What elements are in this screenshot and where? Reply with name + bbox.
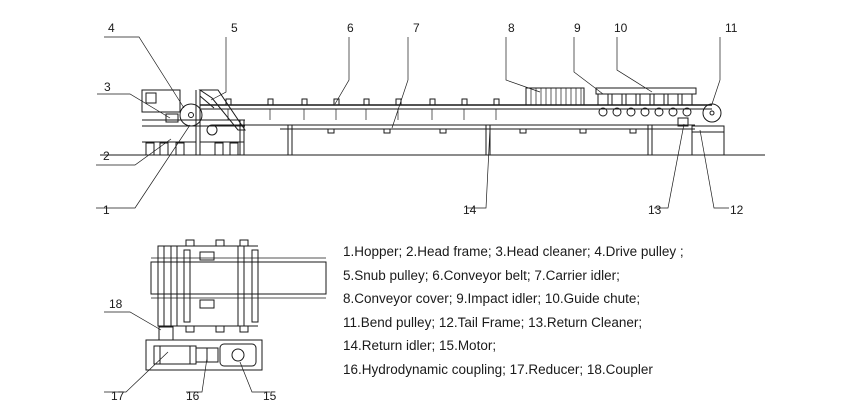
bend-pulley xyxy=(702,103,722,123)
callout-7: 7 xyxy=(413,21,420,35)
motor xyxy=(219,343,257,367)
legend-line-6: 16.Hydrodynamic coupling; 17.Reducer; 18… xyxy=(343,361,653,377)
callout-5: 5 xyxy=(231,21,238,35)
side-view xyxy=(100,87,765,156)
callout-16: 16 xyxy=(186,389,200,403)
callout-18: 18 xyxy=(109,297,123,311)
callout-9: 9 xyxy=(574,21,581,35)
conveyor-cover xyxy=(525,87,585,106)
top-view xyxy=(145,239,327,371)
legend-line-1: 1.Hopper; 2.Head frame; 3.Head cleaner; … xyxy=(343,244,684,259)
callout-3: 3 xyxy=(104,80,111,94)
callout-8: 8 xyxy=(508,21,515,35)
coupler xyxy=(158,326,174,341)
hopper xyxy=(198,89,246,131)
return-idlers xyxy=(327,128,637,134)
leader-lines xyxy=(96,36,729,209)
callout-14: 14 xyxy=(463,203,477,217)
parts-legend: 1.Hopper; 2.Head frame; 3.Head cleaner; … xyxy=(343,240,783,381)
callout-1: 1 xyxy=(103,203,110,217)
callout-6: 6 xyxy=(347,21,354,35)
callout-13: 13 xyxy=(648,203,662,217)
drive-pulley xyxy=(179,103,203,127)
callout-15: 15 xyxy=(263,389,277,403)
legend-line-5: 14.Return idler; 15.Motor; xyxy=(343,338,497,353)
callout-numbers: 4 5 6 7 8 9 10 11 3 2 1 14 13 12 18 17 1… xyxy=(103,21,744,403)
legend-line-3: 8.Conveyor cover; 9.Impact idler; 10.Gui… xyxy=(343,291,641,306)
conveyor-belt xyxy=(200,104,712,130)
head-cleaner xyxy=(165,113,179,123)
callout-12: 12 xyxy=(730,203,744,217)
legend-line-2: 5.Snub pulley; 6.Conveyor belt; 7.Carrie… xyxy=(343,267,620,283)
callout-2: 2 xyxy=(103,149,110,163)
drive-base xyxy=(145,339,263,371)
legend-line-4: 11.Bend pulley; 12.Tail Frame; 13.Return… xyxy=(343,314,643,330)
callout-10: 10 xyxy=(614,21,628,35)
callout-4: 4 xyxy=(108,21,115,35)
callout-17: 17 xyxy=(111,389,125,403)
guide-chute xyxy=(595,87,697,117)
tail-frame xyxy=(691,125,725,156)
callout-11: 11 xyxy=(725,21,738,35)
head-frame xyxy=(141,89,245,156)
return-cleaner xyxy=(677,117,689,127)
